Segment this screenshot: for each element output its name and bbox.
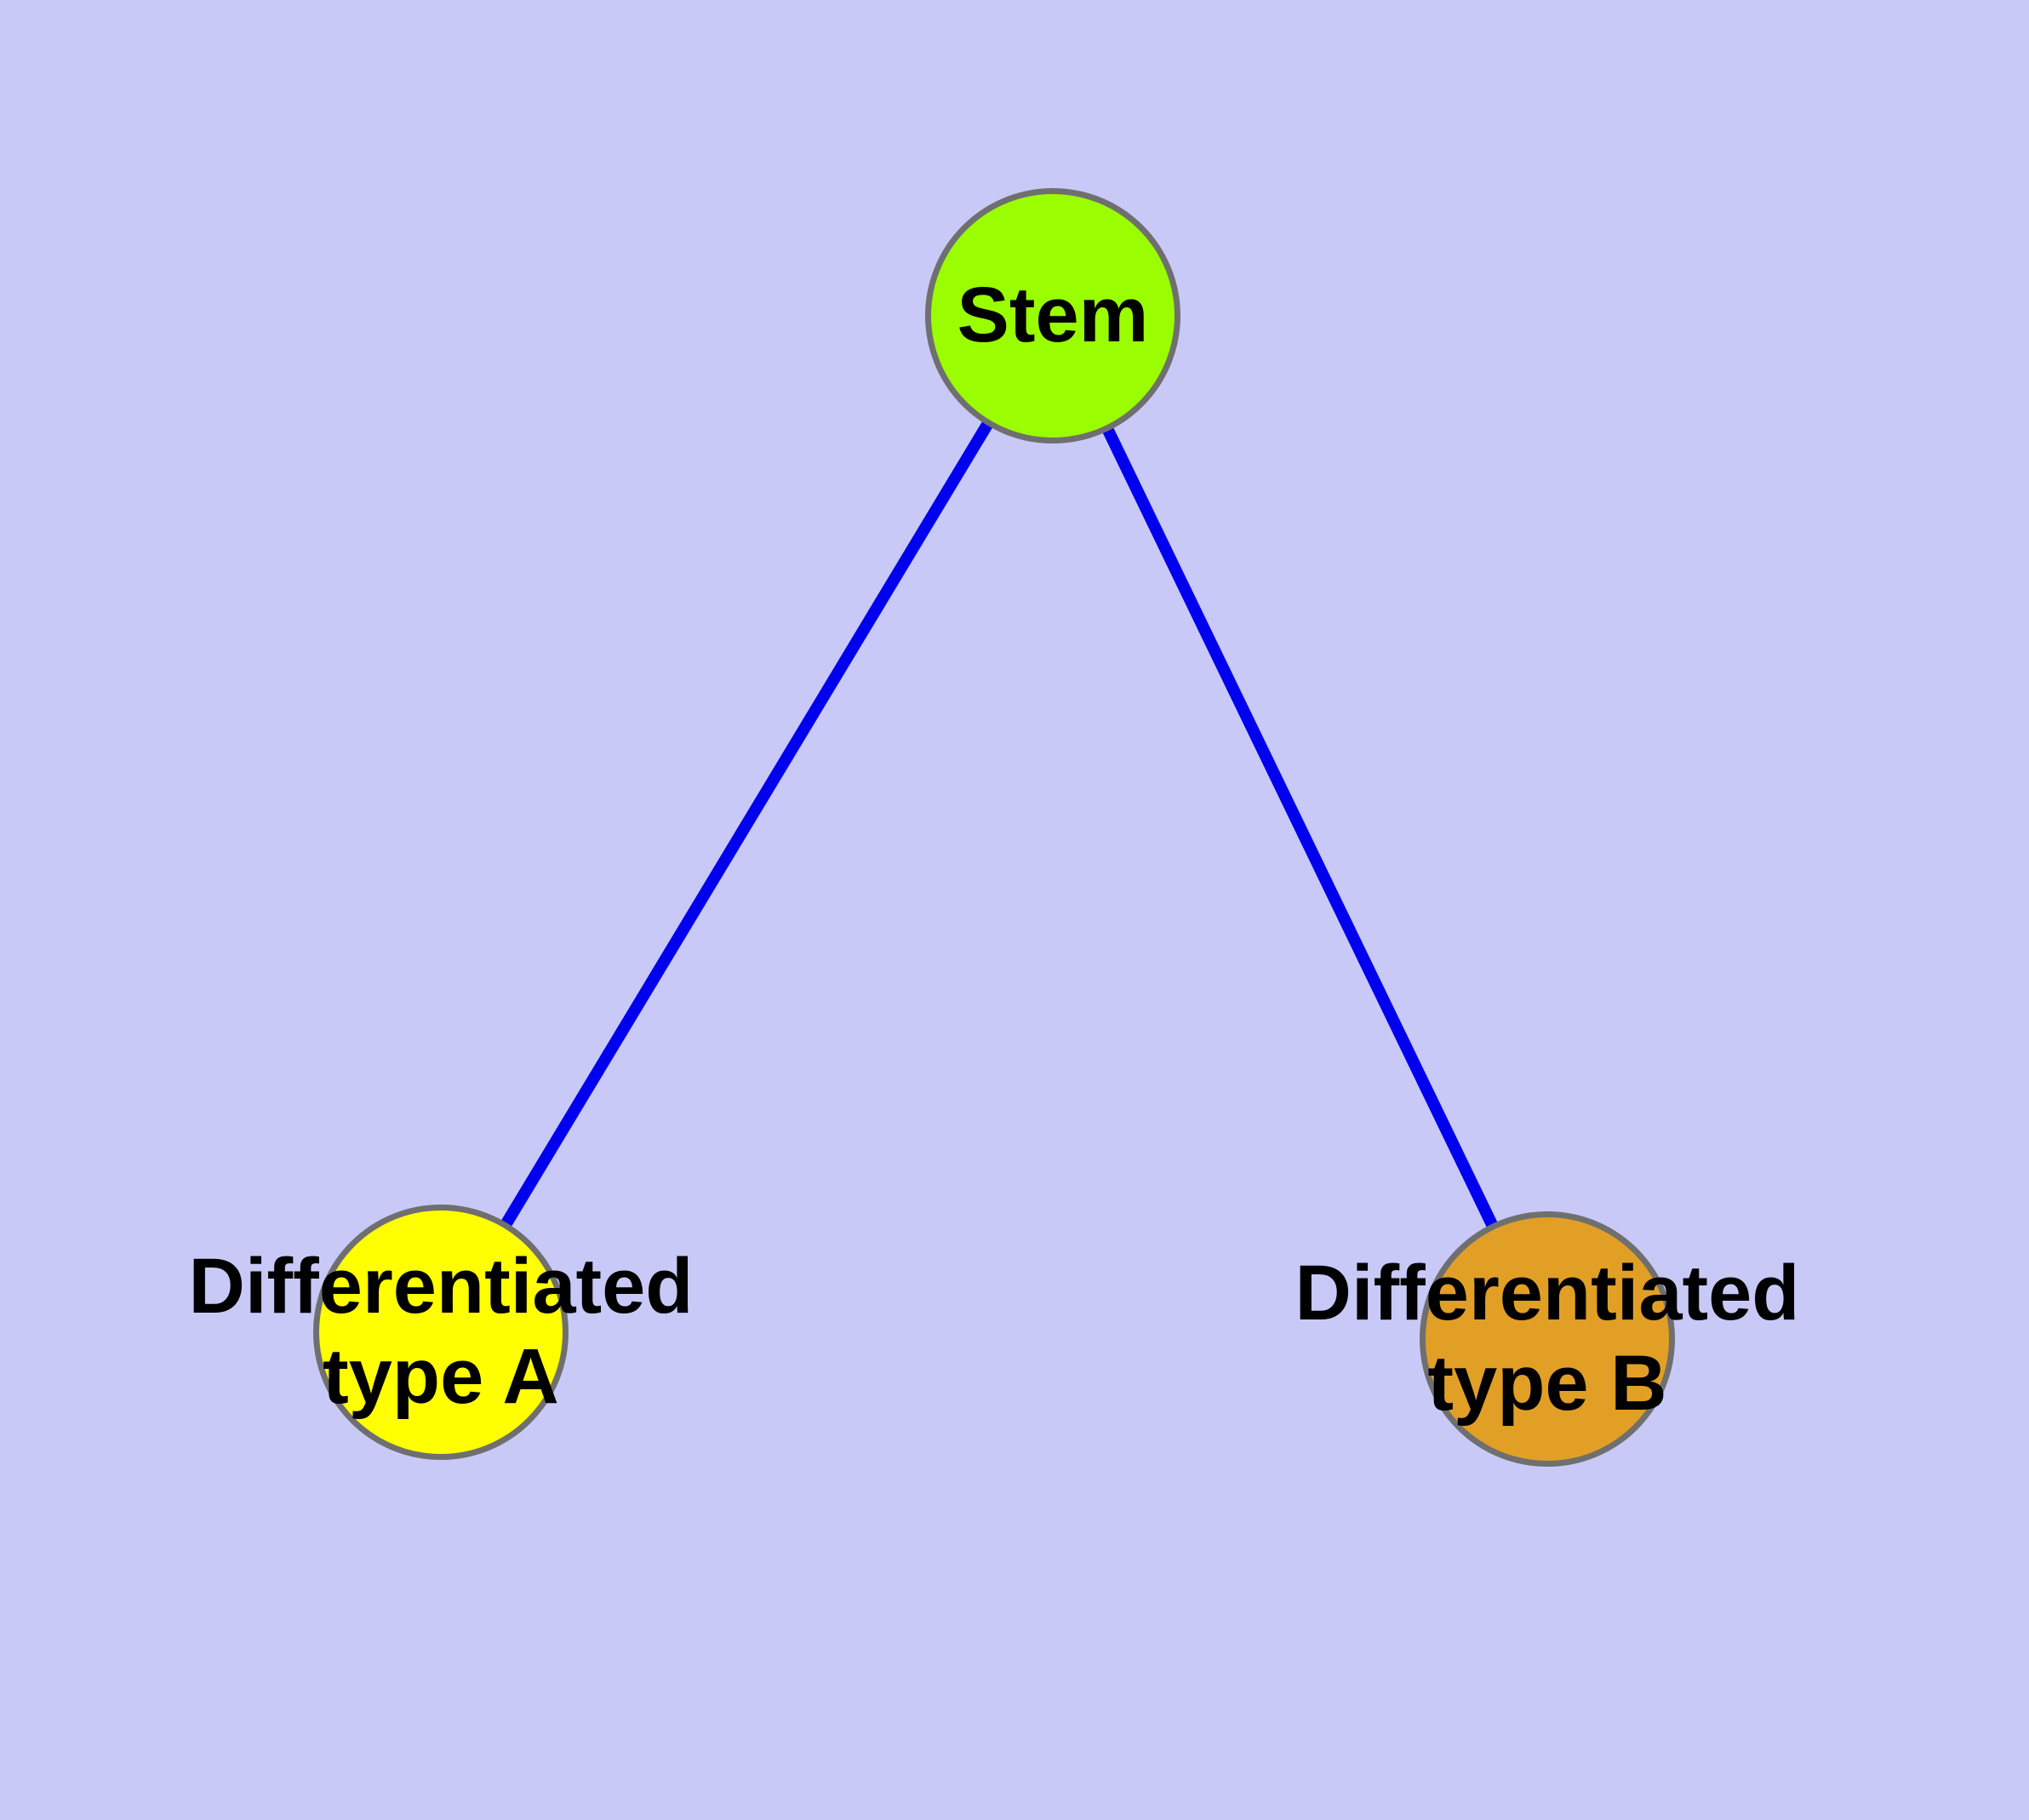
node-label-differentiated-type-a: Differentiated type A — [189, 1242, 694, 1422]
node-differentiated-type-a — [313, 1205, 569, 1460]
node-differentiated-type-b — [1420, 1211, 1675, 1467]
node-stem — [925, 188, 1180, 444]
node-label-differentiated-type-b: Differentiated type B — [1295, 1249, 1800, 1429]
node-label-text: Differentiated — [188, 1243, 694, 1331]
node-label-stem: Stem — [957, 271, 1149, 361]
node-label-text: type A — [323, 1333, 559, 1420]
edge-stem-to-typea — [436, 312, 1058, 1336]
node-label-text: type B — [1427, 1340, 1667, 1427]
node-label-text: Differentiated — [1295, 1250, 1800, 1337]
node-label-text: Stem — [957, 272, 1149, 359]
edge-stem-to-typeb — [1047, 312, 1553, 1342]
